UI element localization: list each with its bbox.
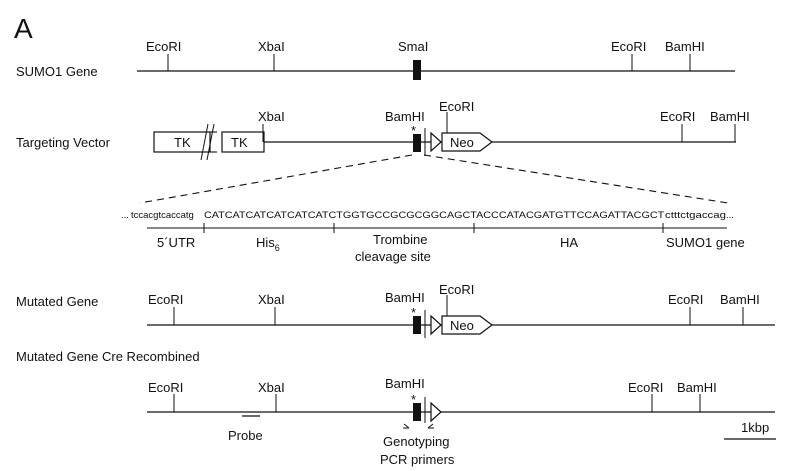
neo-label: Neo	[450, 318, 474, 333]
zoom-dashed-right	[423, 154, 729, 204]
xbai-label: XbaI	[258, 292, 285, 307]
ecori-label: EcoRI	[439, 99, 474, 114]
row-label-mutated-gene-cre: Mutated Gene Cre Recombined	[16, 349, 200, 364]
break-mark	[206, 123, 215, 161]
sumo1-exon	[413, 403, 421, 421]
segment-label-sumo1-gene: SUMO1 gene	[666, 235, 745, 250]
xbai-label: XbaI	[258, 109, 285, 124]
ecori-label: EcoRI	[148, 292, 183, 307]
zoom-dashed-left	[139, 154, 413, 204]
segment-label-utr: 5´UTR	[157, 235, 195, 250]
xbai-label: XbaI	[258, 380, 285, 395]
bamhi-label: BamHI	[385, 376, 425, 391]
panel-label: A	[14, 13, 33, 44]
smai-label: SmaI	[398, 39, 428, 54]
break-mark	[200, 123, 209, 161]
scale-bar-label: 1kbp	[741, 420, 769, 435]
mutated-gene-row: Mutated Gene EcoRI XbaI BamHI * EcoRI Ne…	[16, 282, 775, 338]
ecori-label: EcoRI	[660, 109, 695, 124]
targeting-vector-row: Targeting Vector TK TK XbaI BamHI * EcoR…	[16, 99, 750, 161]
sequence-detail: ... tccacgtcaccatg CATCATCATCATCATCATCTG…	[121, 154, 745, 264]
ecori-label: EcoRI	[148, 380, 183, 395]
tk-label: TK	[174, 135, 191, 150]
primers-label-line1: Genotyping	[383, 434, 450, 449]
ecori-label: EcoRI	[146, 39, 181, 54]
primer-arrow-forward	[403, 423, 410, 429]
loxp-triangle	[430, 314, 442, 336]
ecori-label: EcoRI	[668, 292, 703, 307]
neo-cassette	[441, 315, 493, 335]
segment-label-trombine: Trombine	[373, 232, 427, 247]
bamhi-label: BamHI	[710, 109, 750, 124]
segment-label-ha: HA	[560, 235, 578, 250]
xbai-label: XbaI	[258, 39, 285, 54]
segment-label-his: His6	[256, 235, 280, 253]
sequence-sumo1: ctttctgaccag	[665, 210, 726, 221]
probe-label: Probe	[228, 428, 263, 443]
sumo1-exon	[413, 134, 421, 152]
bamhi-label: BamHI	[677, 380, 717, 395]
sumo1-exon	[413, 60, 421, 80]
bamhi-label: BamHI	[385, 290, 425, 305]
ecori-label: EcoRI	[611, 39, 646, 54]
bamhi-label: BamHI	[385, 109, 425, 124]
loxp-triangle	[430, 401, 442, 423]
row-label-targeting-vector: Targeting Vector	[16, 135, 111, 150]
point-mutation-star: *	[411, 305, 416, 320]
point-mutation-star: *	[411, 123, 416, 138]
segment-label-cleavage-site: cleavage site	[355, 249, 431, 264]
primers-label-line2: PCR primers	[380, 452, 455, 467]
sequence-utr: tccacgtcaccatg	[131, 210, 194, 221]
sequence-coding: CATCATCATCATCATCATCTGGTGCCGCGCGGCAGCTACC…	[204, 210, 664, 221]
sumo1-exon	[413, 316, 421, 334]
loxp-triangle	[430, 131, 442, 153]
point-mutation-star: *	[411, 392, 416, 407]
primer-arrow-reverse	[427, 423, 434, 429]
sumo1-gene-row: SUMO1 Gene EcoRI XbaI SmaI EcoRI BamHI	[16, 39, 735, 80]
neo-label: Neo	[450, 135, 474, 150]
bamhi-label: BamHI	[665, 39, 705, 54]
mutated-gene-cre-row: Mutated Gene Cre Recombined EcoRI XbaI B…	[16, 349, 776, 467]
ecori-label: EcoRI	[628, 380, 663, 395]
bamhi-label: BamHI	[720, 292, 760, 307]
ecori-label: EcoRI	[439, 282, 474, 297]
tk-label: TK	[231, 135, 248, 150]
row-label-sumo1-gene: SUMO1 Gene	[16, 64, 98, 79]
sequence-text: ... tccacgtcaccatg CATCATCATCATCATCATCTG…	[121, 210, 734, 221]
neo-cassette	[441, 132, 493, 152]
row-label-mutated-gene: Mutated Gene	[16, 294, 98, 309]
